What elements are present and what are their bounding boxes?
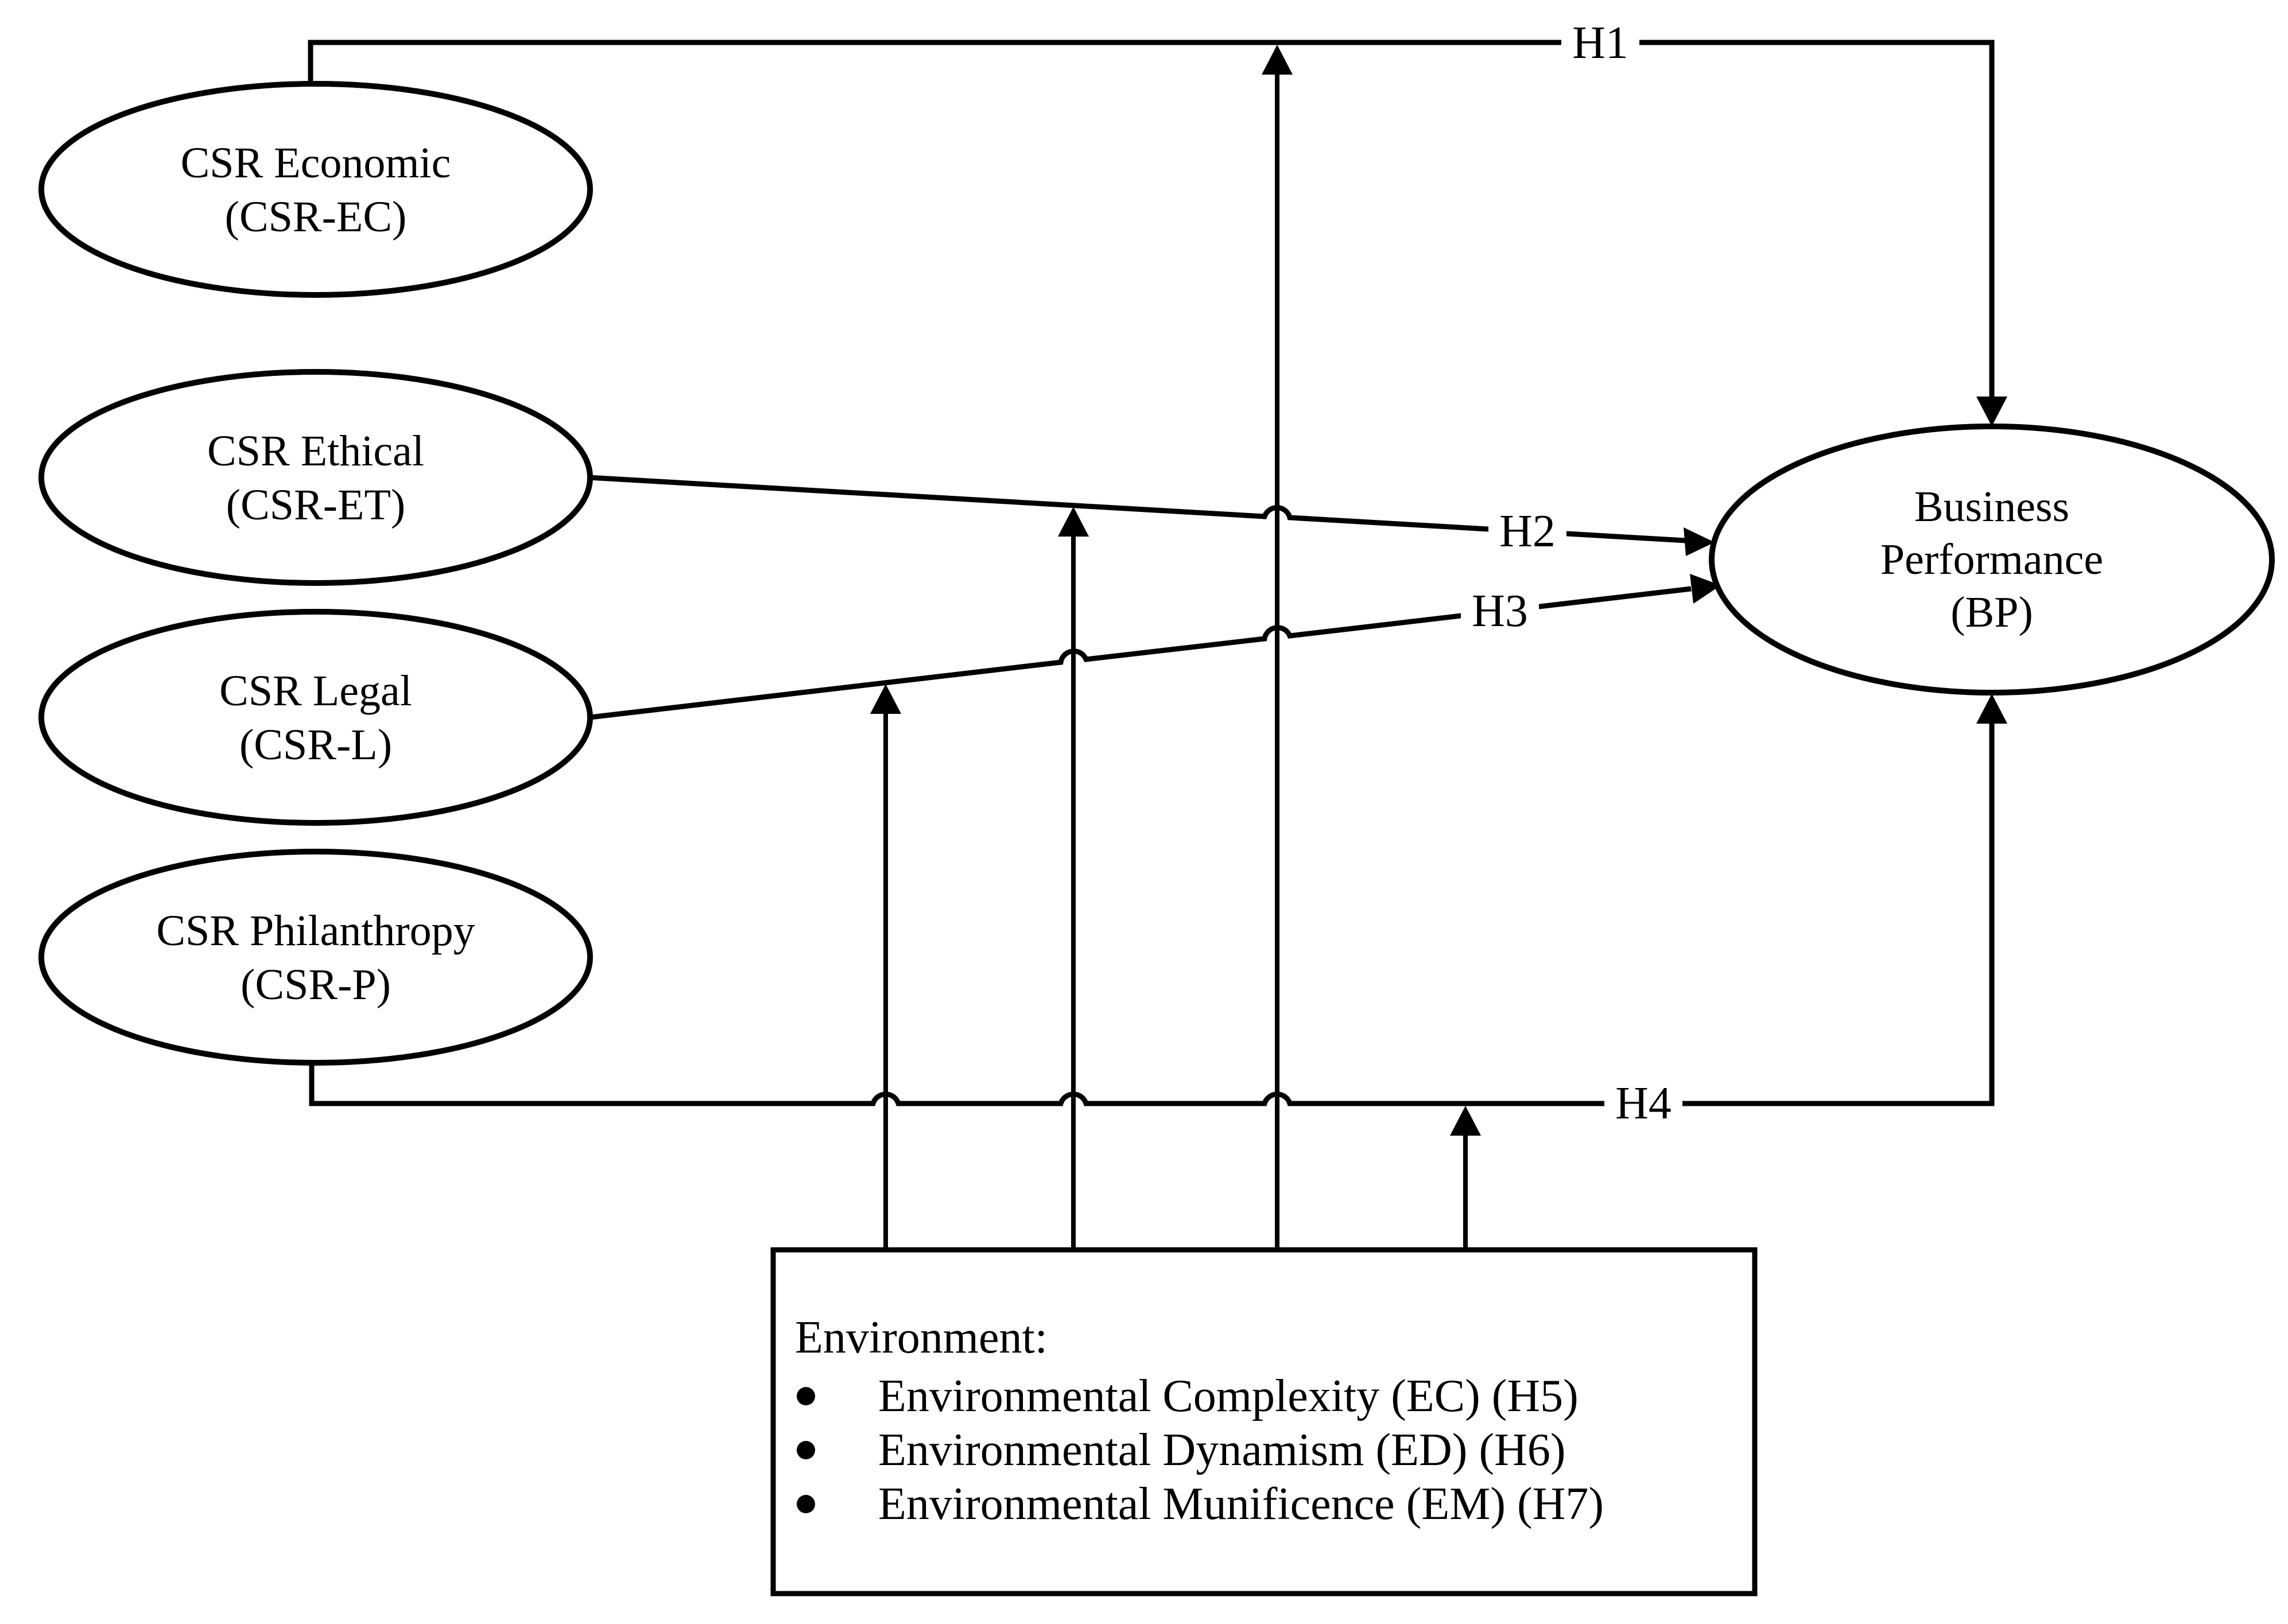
arrowhead-up-icon <box>1450 1106 1481 1136</box>
environment-bullet-item: Environmental Munificence (EM) (H7) <box>797 1479 1604 1529</box>
h4-line <box>309 721 1995 1106</box>
h4-label-text: H4 <box>1615 1078 1672 1129</box>
arrowhead-up-icon <box>870 684 901 714</box>
csr-economic-ellipse <box>38 81 593 298</box>
node-csr-philanthropy: CSR Philanthropy (CSR-P) <box>38 849 593 1066</box>
environment-bullet-munificence: Environmental Munificence (EM) (H7) <box>878 1479 1604 1529</box>
csr-ethical-name: CSR Ethical <box>207 427 424 475</box>
arrowhead-up-icon <box>1976 694 2007 724</box>
business-performance-abbrev: (BP) <box>1950 588 2033 636</box>
business-performance-ellipse <box>1709 424 2275 696</box>
environment-box-border <box>770 1247 1758 1596</box>
csr-philanthropy-abbrev: (CSR-P) <box>241 961 391 1009</box>
h2-label-text: H2 <box>1499 506 1556 557</box>
csr-legal-abbrev: (CSR-L) <box>239 721 392 769</box>
environment-box-title: Environment: <box>795 1312 1048 1363</box>
csr-philanthropy-ellipse <box>38 849 593 1066</box>
h1-label: H1 <box>1561 18 1639 68</box>
moderator-arrow-to-h1 <box>1262 45 1293 1250</box>
csr-ethical-ellipse <box>38 369 593 586</box>
csr-economic-abbrev: (CSR-EC) <box>225 193 407 241</box>
moderator-arrow-ed-to-h2 <box>1058 507 1089 1250</box>
h4-label-background <box>1604 1079 1682 1128</box>
h1-line <box>308 40 1995 399</box>
csr-legal-ellipse <box>38 609 593 826</box>
h4-path <box>309 694 2007 1106</box>
environment-bullet-complexity: Environmental Complexity (EC) (H5) <box>878 1371 1579 1421</box>
arrowhead-right-icon <box>1690 574 1721 604</box>
csr-ethical-abbrev: (CSR-ET) <box>226 481 405 529</box>
h3-path <box>590 574 1721 720</box>
environment-bullet-dynamism: Environmental Dynamism (ED) (H6) <box>878 1425 1566 1475</box>
environment-box: Environment: Environmental Complexity (E… <box>770 1247 1758 1596</box>
moderator-arrow-ec-to-h3 <box>870 684 901 1250</box>
environment-bullet-item: Environmental Complexity (EC) (H5) <box>797 1371 1579 1421</box>
node-csr-ethical: CSR Ethical (CSR-ET) <box>38 369 593 586</box>
bullet-icon <box>797 1441 815 1459</box>
csr-legal-name: CSR Legal <box>219 667 412 715</box>
h2-path <box>588 475 1715 556</box>
h4-label: H4 <box>1604 1078 1682 1129</box>
arrowhead-down-icon <box>1976 397 2007 426</box>
csr-philanthropy-name: CSR Philanthropy <box>156 907 475 955</box>
node-csr-economic: CSR Economic (CSR-EC) <box>38 81 593 298</box>
business-performance-line2: Performance <box>1880 535 2103 584</box>
h2-line <box>588 475 1686 543</box>
business-performance-line1: Business <box>1914 483 2069 531</box>
h3-label-background <box>1461 587 1539 635</box>
bullet-icon <box>797 1495 815 1513</box>
h2-label-background <box>1488 507 1566 555</box>
node-business-performance: Business Performance (BP) <box>1709 424 2275 696</box>
arrowhead-right-icon <box>1684 527 1715 556</box>
csr-economic-name: CSR Economic <box>181 139 451 187</box>
arrowhead-up-icon <box>1262 45 1293 75</box>
h1-label-background <box>1561 19 1639 67</box>
h3-label-text: H3 <box>1472 586 1528 636</box>
h3-label: H3 <box>1461 586 1539 636</box>
h1-label-text: H1 <box>1572 18 1628 68</box>
moderator-arrow-em-to-h4 <box>1450 1106 1481 1250</box>
bullet-icon <box>797 1387 815 1405</box>
h3-line <box>590 586 1692 720</box>
node-csr-legal: CSR Legal (CSR-L) <box>38 609 593 826</box>
arrowhead-up-icon <box>1058 507 1089 537</box>
h1-path <box>308 40 2007 426</box>
h2-label: H2 <box>1488 506 1566 557</box>
environment-bullet-item: Environmental Dynamism (ED) (H6) <box>797 1425 1566 1475</box>
